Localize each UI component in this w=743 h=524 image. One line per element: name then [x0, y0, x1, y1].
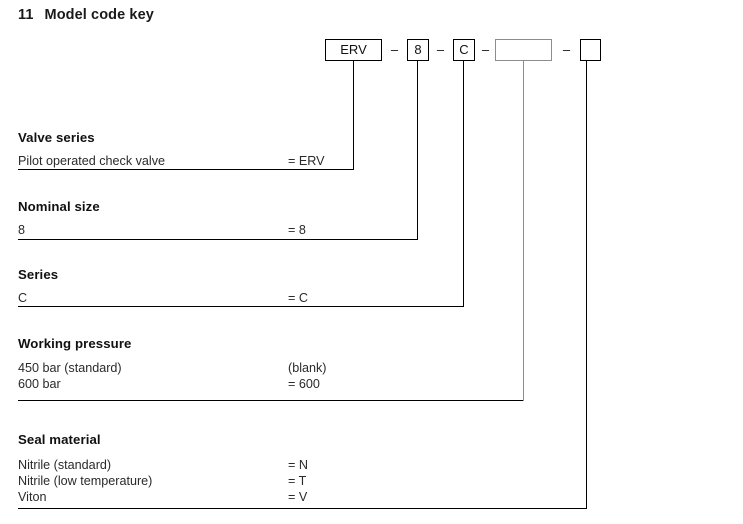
option-label: Nitrile (standard) — [18, 458, 112, 472]
code-separator-3: – — [481, 42, 490, 57]
section-seal-material: Seal material Nitrile (standard) = N Nit… — [18, 432, 308, 505]
option-value: = N — [288, 458, 308, 472]
page-title-number: 11 — [18, 7, 34, 23]
connector-series — [463, 61, 464, 307]
rule-nominal-size — [18, 239, 417, 240]
option-value: = V — [288, 490, 308, 504]
code-box-working-pressure[interactable] — [495, 39, 552, 61]
option-label: Nitrile (low temperature) — [18, 474, 153, 488]
rule-valve-series — [18, 169, 353, 170]
section-heading: Valve series — [18, 130, 95, 145]
option-value: = C — [288, 291, 308, 305]
code-separator-4: – — [562, 42, 571, 57]
code-box-nominal-size[interactable]: 8 — [407, 39, 429, 61]
option-label: Viton — [18, 490, 47, 504]
section-heading: Nominal size — [18, 199, 100, 214]
rule-working-pressure — [18, 400, 523, 401]
connector-seal-material — [586, 61, 587, 509]
code-box-seal-material[interactable] — [580, 39, 601, 61]
section-heading: Working pressure — [18, 336, 132, 351]
option-value: = 8 — [288, 223, 306, 237]
option-label: C — [18, 291, 28, 305]
section-working-pressure: Working pressure 450 bar (standard) (bla… — [18, 336, 327, 392]
option-row: Nitrile (low temperature) = T — [18, 473, 306, 489]
section-valve-series: Valve series Pilot operated check valve … — [18, 130, 325, 169]
option-row: Nitrile (standard) = N — [18, 457, 308, 473]
page-title-text: Model code key — [44, 7, 154, 23]
rule-seal-material — [18, 508, 586, 509]
option-row: Viton = V — [18, 489, 307, 505]
rule-series — [18, 306, 463, 307]
option-row: 600 bar = 600 — [18, 376, 320, 392]
option-row: C = C — [18, 290, 308, 306]
section-nominal-size: Nominal size 8 = 8 — [18, 199, 306, 238]
code-separator-1: – — [390, 42, 399, 57]
option-value: = 600 — [288, 377, 320, 391]
option-row: Pilot operated check valve = ERV — [18, 153, 325, 169]
code-box-valve-series[interactable]: ERV — [325, 39, 382, 61]
option-label: Pilot operated check valve — [18, 154, 166, 168]
option-label: 450 bar (standard) — [18, 361, 122, 375]
option-label: 600 bar — [18, 377, 61, 391]
code-box-series[interactable]: C — [453, 39, 475, 61]
section-heading: Series — [18, 267, 59, 282]
connector-working-pressure — [523, 61, 524, 401]
page-title: 11 Model code key — [18, 7, 154, 23]
section-series: Series C = C — [18, 267, 308, 306]
option-row: 450 bar (standard) (blank) — [18, 360, 327, 376]
option-value: = ERV — [288, 154, 325, 168]
option-value: = T — [288, 474, 307, 488]
option-label: 8 — [18, 223, 26, 237]
option-value: (blank) — [288, 361, 327, 375]
connector-valve-series — [353, 61, 354, 170]
connector-nominal-size — [417, 61, 418, 240]
code-separator-2: – — [436, 42, 445, 57]
option-row: 8 = 8 — [18, 222, 306, 238]
section-heading: Seal material — [18, 432, 101, 447]
